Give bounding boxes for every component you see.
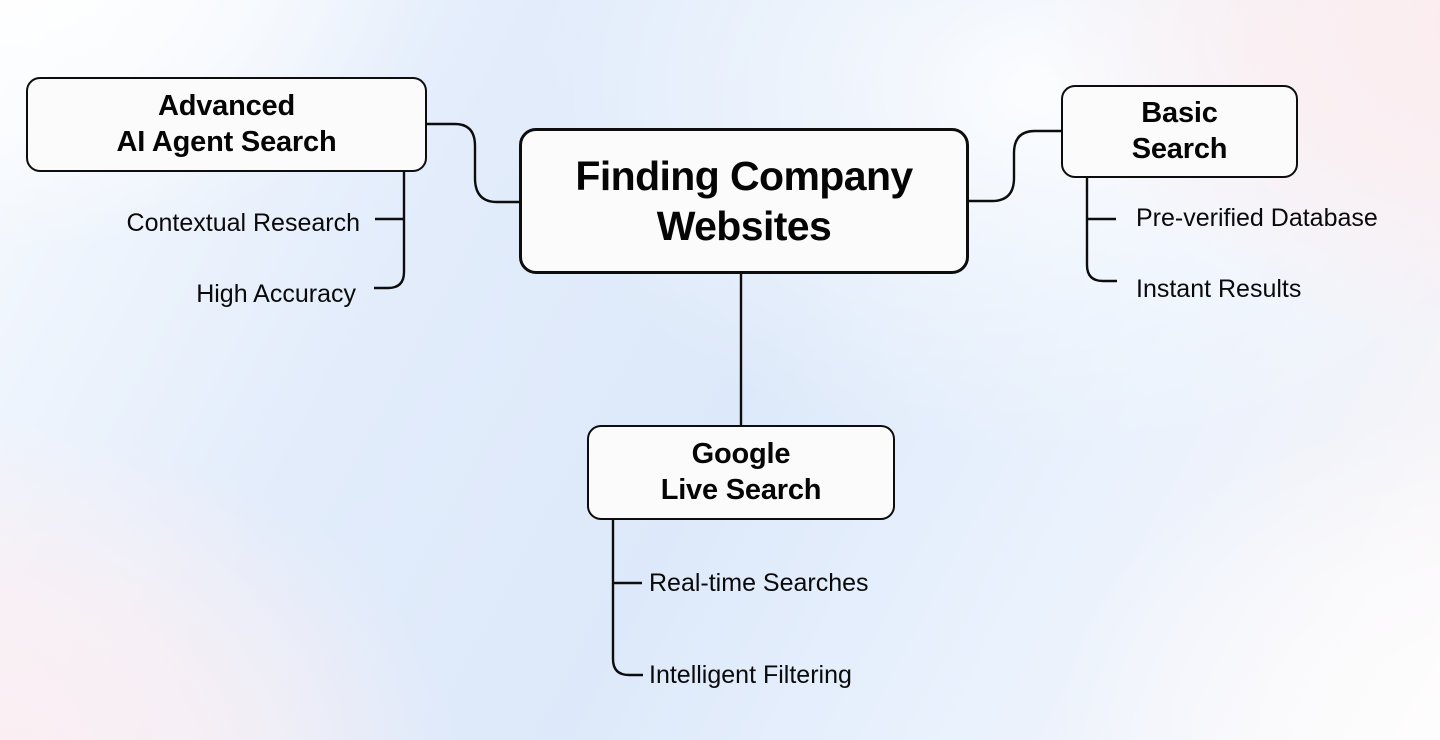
node-advanced-line-1: Advanced bbox=[158, 90, 295, 123]
node-google-line-1: Google bbox=[691, 438, 791, 471]
node-google-label: Google Live Search bbox=[661, 437, 822, 508]
node-advanced-line-2: AI Agent Search bbox=[116, 125, 337, 158]
connector-root-basic bbox=[969, 129, 1061, 203]
spine-google bbox=[611, 520, 643, 677]
node-basic-label: Basic Search bbox=[1132, 96, 1228, 167]
node-advanced-label: Advanced AI Agent Search bbox=[117, 89, 337, 160]
leaf-instant-results: Instant Results bbox=[1136, 275, 1302, 303]
node-advanced-ai-agent-search[interactable]: Advanced AI Agent Search bbox=[26, 77, 427, 172]
leaf-contextual-research: Contextual Research bbox=[126, 209, 360, 237]
node-root-label: Finding Company Websites bbox=[575, 151, 913, 251]
node-google-line-2: Live Search bbox=[660, 473, 822, 506]
node-basic-line-2: Search bbox=[1131, 132, 1228, 165]
node-finding-company-websites[interactable]: Finding Company Websites bbox=[519, 128, 969, 274]
leaf-pre-verified-database: Pre-verified Database bbox=[1136, 204, 1378, 232]
leaf-high-accuracy: High Accuracy bbox=[196, 280, 356, 308]
node-basic-line-1: Basic bbox=[1141, 97, 1218, 130]
node-google-live-search[interactable]: Google Live Search bbox=[587, 425, 895, 520]
connector-root-advanced bbox=[427, 122, 519, 204]
leaf-intelligent-filtering: Intelligent Filtering bbox=[649, 661, 852, 689]
node-root-line-1: Finding Company bbox=[575, 152, 913, 199]
node-root-line-2: Websites bbox=[656, 203, 832, 249]
spine-advanced bbox=[374, 172, 406, 290]
leaf-real-time-searches: Real-time Searches bbox=[649, 569, 869, 597]
node-basic-search[interactable]: Basic Search bbox=[1061, 85, 1298, 178]
spine-basic bbox=[1085, 178, 1117, 283]
